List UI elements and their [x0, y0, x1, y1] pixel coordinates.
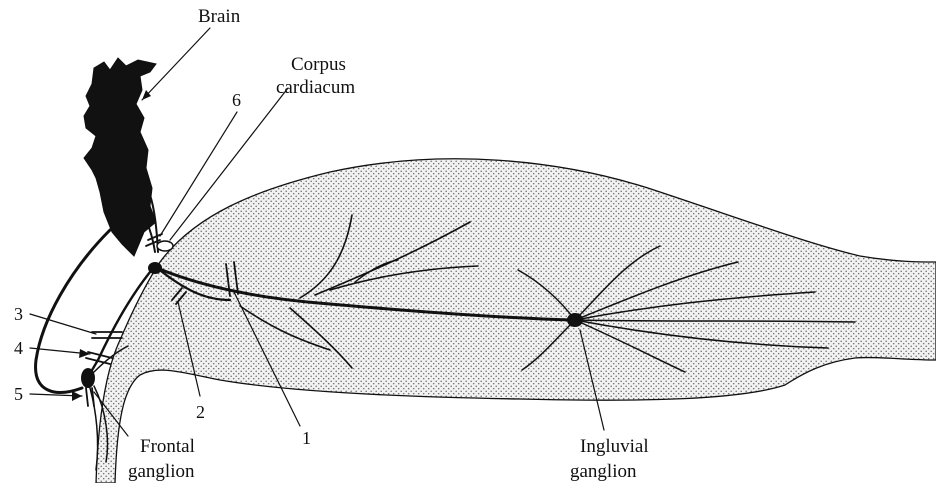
label-2: 2 [196, 402, 205, 422]
cut-mark-3 [92, 332, 122, 338]
label-ingluvial-line2: ganglion [570, 461, 637, 482]
arrowhead-5 [72, 391, 82, 401]
label-6: 6 [232, 90, 241, 110]
label-frontal-line1: Frontal [140, 436, 195, 457]
frontal-ganglion [81, 368, 95, 388]
arrowhead-4 [79, 349, 90, 358]
label-4: 4 [14, 338, 23, 358]
label-frontal-line2: ganglion [128, 461, 195, 482]
label-ingluvial-line1: Ingluvial [580, 436, 649, 457]
label-brain: Brain [198, 6, 241, 27]
label-corpus-line1: Corpus [291, 54, 346, 75]
label-corpus-line2: cardiacum [276, 77, 355, 98]
brain [84, 58, 156, 256]
label-1: 1 [302, 428, 311, 448]
leader-3 [30, 314, 96, 334]
corpus-cardiacum [157, 241, 173, 251]
label-5: 5 [14, 384, 23, 404]
label-3: 3 [14, 304, 23, 324]
